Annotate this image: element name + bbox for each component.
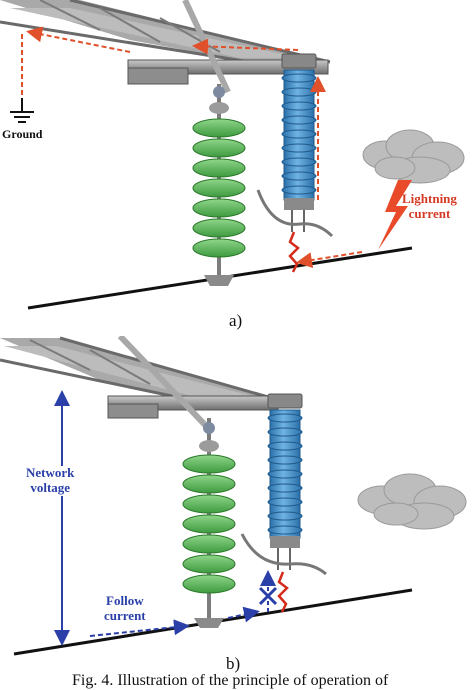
panel-a-sublabel: a) [229, 311, 243, 330]
network-voltage-label: Network voltage [26, 465, 75, 496]
panel-a: Ground Lightning current a) [0, 0, 474, 330]
follow-current-path [89, 606, 260, 637]
surge-arrester-b [240, 393, 327, 576]
spark-discharge-b [277, 571, 289, 613]
panel-b: Network voltage Follow current b) [0, 336, 474, 673]
current-path [21, 26, 363, 268]
figure-caption: Fig. 4. Illustration of the principle of… [72, 672, 389, 689]
insulator-string-b [182, 418, 236, 628]
support-rod-b [117, 336, 211, 431]
cloud-icon-b [357, 473, 467, 530]
insulator-string [192, 84, 246, 286]
panel-b-sublabel: b) [226, 654, 241, 673]
ground-label: Ground [2, 127, 43, 141]
crossarm-truss [0, 0, 331, 64]
ground-symbol-icon [10, 98, 34, 123]
lightning-current-label: Lightning current [402, 191, 457, 221]
lightning-bolt-icon [378, 180, 412, 250]
surge-arrester [256, 53, 334, 238]
crossarm-truss-b [0, 336, 301, 408]
follow-current-label: Follow current [104, 593, 146, 623]
panel-a-illustration [0, 0, 465, 310]
cloud-icon [362, 129, 465, 184]
panel-b-illustration [0, 336, 467, 656]
